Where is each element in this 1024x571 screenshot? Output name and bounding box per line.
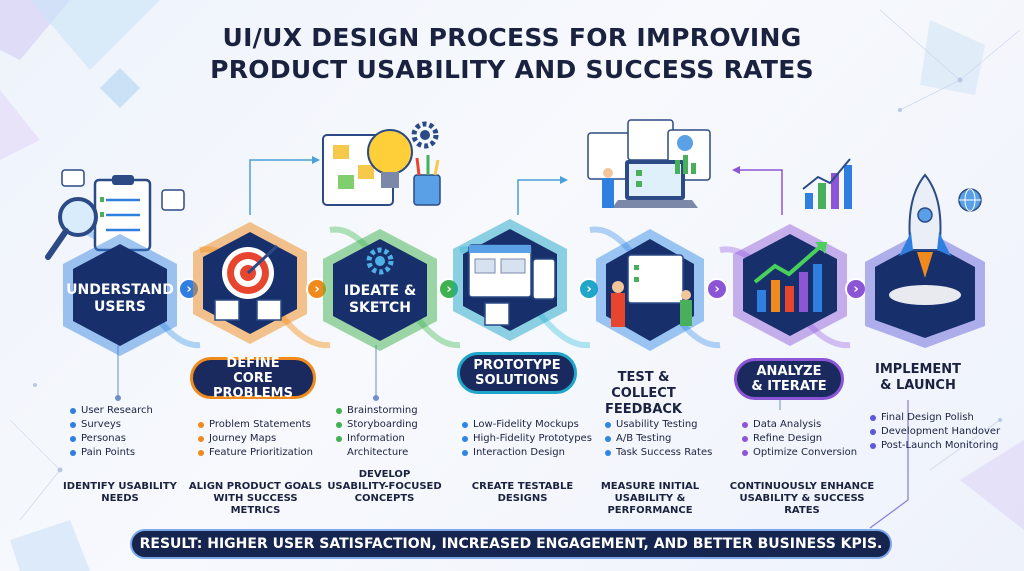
stage-5-hexagon (596, 229, 704, 351)
stage-5-bullets: Usability Testing A/B Testing Task Succe… (605, 418, 725, 460)
stage-4-bullets: Low-Fidelity Mockups High-Fidelity Proto… (462, 418, 602, 460)
stage-6-label: ANALYZE & ITERATE (734, 358, 844, 400)
tester-icon (611, 254, 692, 327)
page-title: UI/UX DESIGN PROCESS FOR IMPROVING PRODU… (0, 22, 1024, 86)
globe-icon (958, 188, 982, 212)
stage-1-summary: IDENTIFY USABILITY NEEDS (63, 481, 177, 504)
list-item: Post-Launch Monitoring (870, 439, 1020, 453)
next-arrow-6: › (845, 278, 867, 300)
stage-6-hexagon (733, 224, 847, 346)
stage-3-hexagon (323, 229, 437, 351)
list-item: Personas (70, 432, 190, 446)
list-item: Low-Fidelity Mockups (462, 418, 602, 432)
stage-2-bullets: Problem Statements Journey Maps Feature … (198, 418, 328, 460)
stage-6-illustration (802, 158, 852, 209)
list-item: High-Fidelity Prototypes (462, 432, 602, 446)
list-item: Storyboarding (336, 418, 446, 432)
list-item: Interaction Design (462, 446, 602, 460)
list-item: Usability Testing (605, 418, 725, 432)
list-item: Refine Design (742, 432, 872, 446)
list-item: Brainstorming (336, 404, 446, 418)
next-arrow-5: › (706, 278, 728, 300)
magnifier-icon (45, 197, 98, 260)
stage-4-summary: CREATE TESTABLE DESIGNS (471, 481, 574, 504)
list-item: Problem Statements (198, 418, 328, 432)
title-line-1: UI/UX DESIGN PROCESS FOR IMPROVING (222, 23, 802, 52)
stage-2-summary: ALIGN PRODUCT GOALS WITH SUCCESS METRICS (188, 481, 323, 516)
rocket-icon (889, 173, 961, 305)
stage-1-bullets: User Research Surveys Personas Pain Poin… (70, 404, 190, 460)
list-item: Development Handover (870, 425, 1020, 439)
list-item: User Research (70, 404, 190, 418)
stage-5-summary: MEASURE INITIAL USABILITY & PERFORMANCE (600, 481, 700, 516)
list-item: Final Design Polish (870, 411, 1020, 425)
target-icon (222, 244, 279, 299)
stage-1-illustration (45, 169, 185, 260)
growth-chart-icon (753, 242, 827, 312)
stage-3-bullets: Brainstorming Storyboarding Information … (336, 404, 446, 460)
stage-7-hexagon (865, 173, 985, 348)
next-arrow-4: › (578, 278, 600, 300)
stage-3-label: IDEATE & SKETCH (343, 283, 417, 316)
list-item: Pain Points (70, 446, 190, 460)
stage-4-hexagon (453, 219, 567, 341)
list-item: A/B Testing (605, 432, 725, 446)
list-item: Surveys (70, 418, 190, 432)
list-item: Information Architecture (336, 432, 446, 460)
stage-2-label: DEFINE CORE PROBLEMS (190, 356, 316, 401)
stage-4-label: PROTOTYPE SOLUTIONS (457, 352, 577, 394)
stage-2-hexagon (193, 222, 307, 344)
gear-icon (411, 121, 439, 149)
stage-1-hexagon (63, 234, 177, 356)
list-item: Journey Maps (198, 432, 328, 446)
list-item: Feature Prioritization (198, 446, 328, 460)
list-item: Task Success Rates (605, 446, 725, 460)
stage-7-bullets: Final Design Polish Development Handover… (870, 411, 1020, 453)
stage-6-bullets: Data Analysis Refine Design Optimize Con… (742, 418, 872, 460)
stage-5-illustration (587, 119, 711, 208)
stage-7-label: IMPLEMENT & LAUNCH (874, 362, 962, 393)
stage-5-label: TEST & COLLECT FEEDBACK (604, 370, 683, 417)
list-item: Optimize Conversion (742, 446, 872, 460)
gear-icon (366, 247, 394, 275)
result-banner: RESULT: HIGHER USER SATISFACTION, INCREA… (130, 529, 892, 559)
title-line-2: PRODUCT USABILITY AND SUCCESS RATES (210, 55, 814, 84)
stage-3-summary: DEVELOP USABILITY-FOCUSED CONCEPTS (327, 469, 442, 504)
stage-1-label: UNDERSTAND USERS (66, 282, 174, 315)
lightbulb-icon (367, 129, 413, 188)
stage-6-summary: CONTINUOUSLY ENHANCE USABILITY & SUCCESS… (729, 481, 875, 516)
wireframe-icon (468, 244, 556, 326)
stage-3-illustration (322, 121, 441, 206)
list-item: Data Analysis (742, 418, 872, 432)
